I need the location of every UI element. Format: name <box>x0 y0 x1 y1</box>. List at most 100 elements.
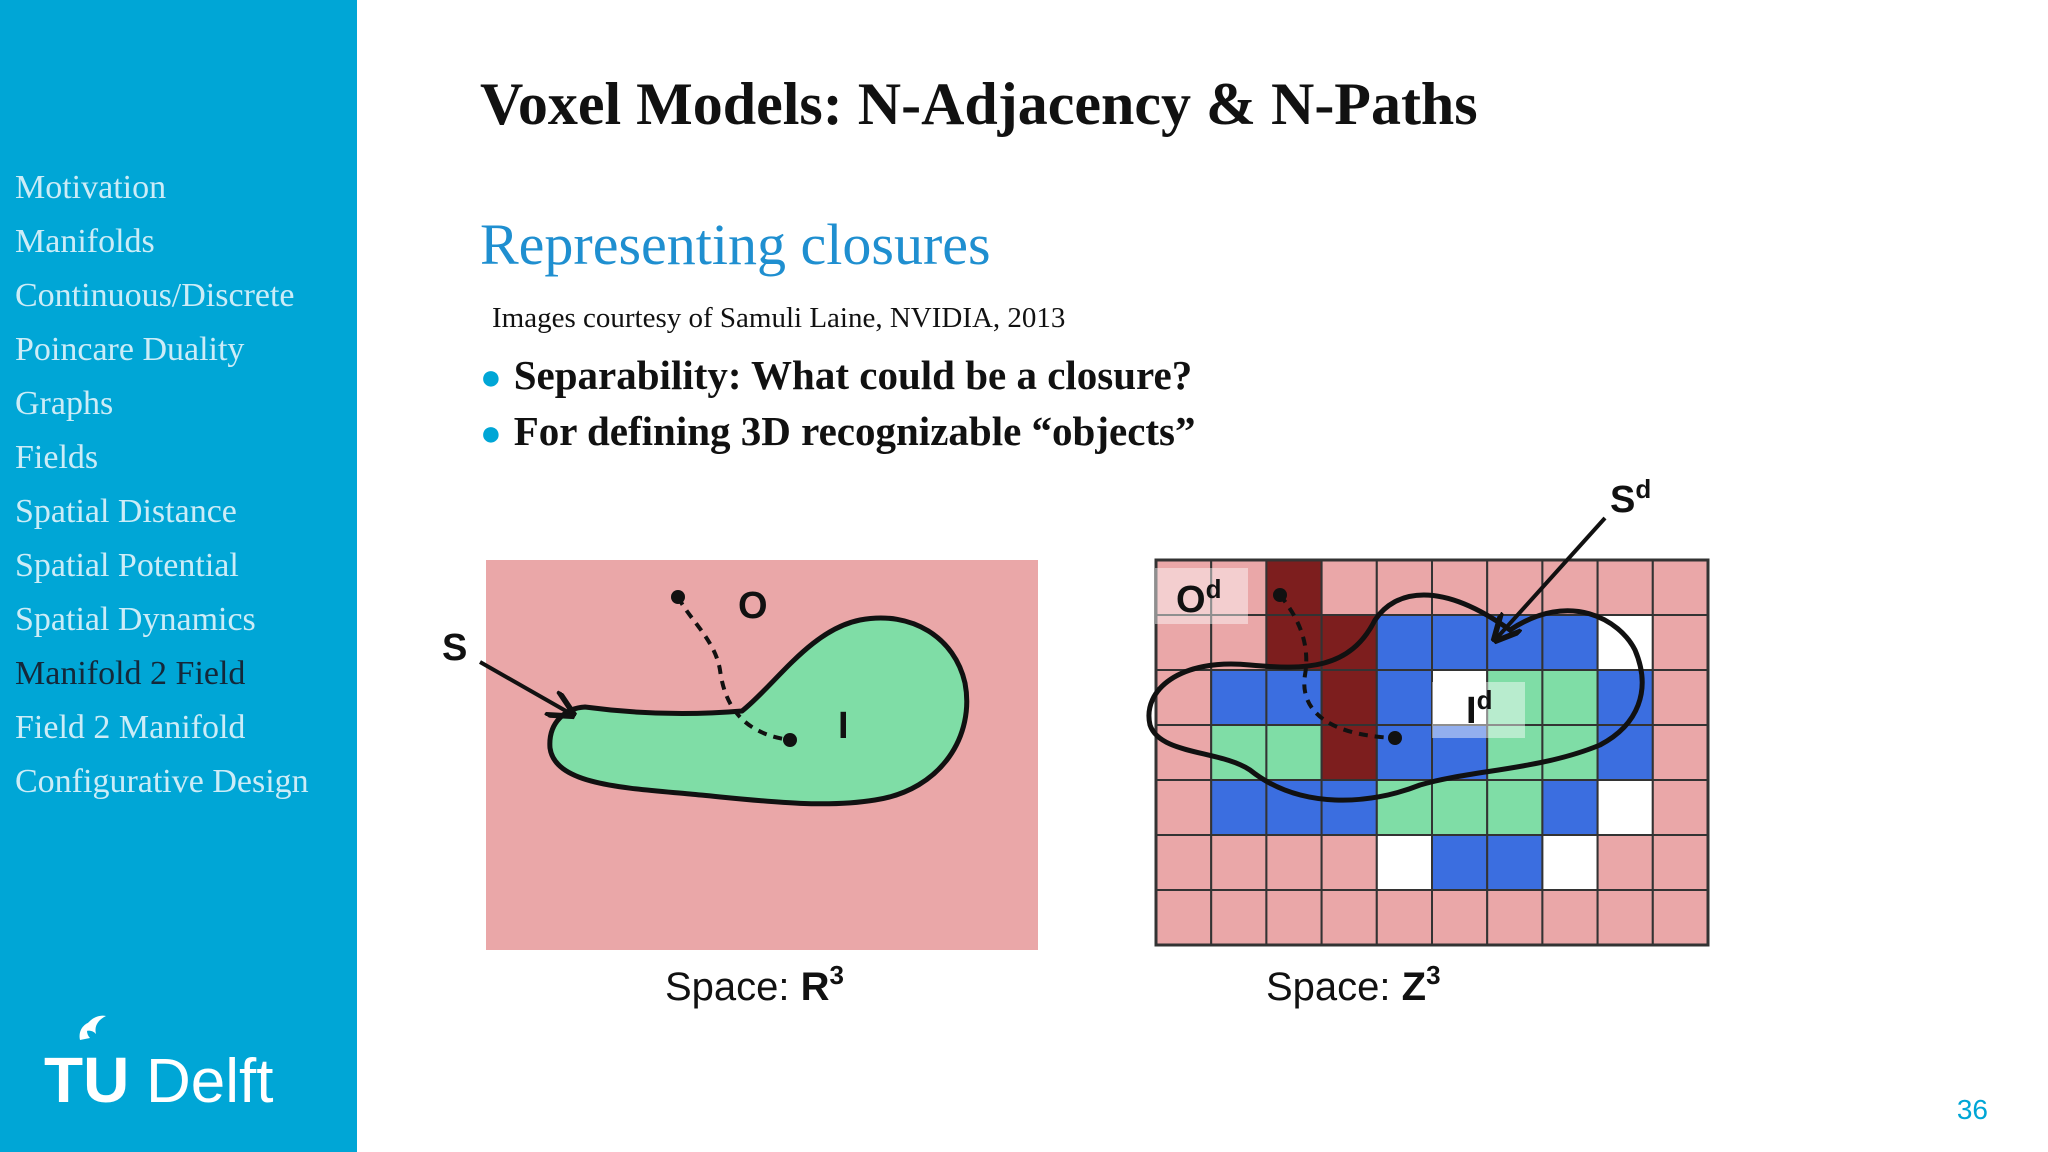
voxel-cell <box>1265 834 1323 891</box>
voxel-cell <box>1431 724 1489 781</box>
voxel-cell <box>1265 559 1323 616</box>
voxel-cell <box>1541 669 1599 726</box>
voxel-cell <box>1210 779 1268 836</box>
voxel-cell <box>1486 724 1544 781</box>
label-id-backdrop <box>1432 682 1525 738</box>
path-end-point <box>783 733 797 747</box>
voxel-cell <box>1486 559 1544 616</box>
surface-arrow <box>479 660 573 715</box>
voxel-cell <box>1320 559 1378 616</box>
sidebar-item-manifold-2-field[interactable]: Manifold 2 Field <box>15 655 246 692</box>
bullet-item: ● For defining 3D recognizable “objects” <box>480 404 1196 460</box>
voxel-cell <box>1375 724 1433 781</box>
voxel-cell <box>1265 614 1323 671</box>
voxel-cell <box>1431 889 1489 946</box>
caption-continuous: Space: R3 <box>665 960 844 1009</box>
voxel-cell <box>1651 669 1710 726</box>
label-id: Id <box>1466 685 1492 732</box>
path-od-to-id <box>1278 593 1396 740</box>
sidebar: Motivation Manifolds Continuous/Discrete… <box>0 0 357 1152</box>
sidebar-item-manifolds[interactable]: Manifolds <box>15 223 155 260</box>
label-s: S <box>442 627 467 669</box>
voxel-cell <box>1265 724 1323 781</box>
voxel-cell <box>1210 889 1268 946</box>
label-sd: Sd <box>1610 474 1651 521</box>
voxel-cell <box>1431 834 1489 891</box>
voxel-cell <box>1320 889 1378 946</box>
sidebar-item-spatial-distance[interactable]: Spatial Distance <box>15 493 237 530</box>
continuous-space-panel: S O I Space: R3 <box>442 560 1038 1009</box>
voxel-cell <box>1210 559 1268 616</box>
voxel-cell <box>1320 779 1378 836</box>
path-end-point <box>1388 731 1402 745</box>
page-number: 36 <box>1956 1094 1988 1125</box>
voxel-cell <box>1320 669 1378 726</box>
voxel-cell <box>1596 834 1654 891</box>
slide-subtitle: Representing closures <box>480 212 991 277</box>
voxel-cell <box>1541 724 1599 781</box>
voxel-cell <box>1486 779 1544 836</box>
voxel-cell <box>1486 889 1544 946</box>
label-od: Od <box>1176 574 1221 621</box>
voxel-cell <box>1155 834 1213 891</box>
voxel-cell <box>1265 889 1323 946</box>
path-start-point <box>1273 588 1287 602</box>
bullet-dot-icon: ● <box>480 413 502 453</box>
voxel-cell <box>1155 889 1213 946</box>
label-i: I <box>838 705 849 747</box>
caption-discrete: Space: Z3 <box>1266 960 1441 1009</box>
voxel-cell <box>1651 889 1710 946</box>
tu-delft-logo: TU Delft <box>44 1015 273 1110</box>
label-o: O <box>738 585 768 627</box>
voxel-grid-border <box>1154 558 1710 947</box>
label-od-backdrop <box>1155 568 1248 624</box>
voxel-cell <box>1375 614 1433 671</box>
bullet-dot-icon: ● <box>480 357 502 397</box>
voxel-cell <box>1651 724 1710 781</box>
voxel-cell <box>1596 559 1654 616</box>
voxel-cell <box>1265 669 1323 726</box>
voxel-cell <box>1431 614 1489 671</box>
voxel-cell <box>1486 834 1544 891</box>
sidebar-item-continuous-discrete[interactable]: Continuous/Discrete <box>15 277 295 314</box>
sidebar-item-motivation[interactable]: Motivation <box>15 169 167 206</box>
voxel-cell <box>1375 889 1433 946</box>
closure-blob <box>547 615 970 807</box>
sidebar-item-spatial-dynamics[interactable]: Spatial Dynamics <box>15 601 256 638</box>
voxel-cell <box>1651 779 1710 836</box>
voxel-cell <box>1265 779 1323 836</box>
voxel-cell <box>1431 559 1489 616</box>
voxel-cell <box>1541 779 1599 836</box>
sidebar-item-fields[interactable]: Fields <box>15 439 99 476</box>
sidebar-item-graphs[interactable]: Graphs <box>15 385 114 422</box>
slide-title: Voxel Models: N-Adjacency & N-Paths <box>480 71 1478 137</box>
path-start-point <box>671 590 685 604</box>
voxel-cell <box>1375 669 1433 726</box>
sidebar-nav: Motivation Manifolds Continuous/Discrete… <box>15 161 335 803</box>
sidebar-item-poincare-duality[interactable]: Poincare Duality <box>15 331 245 368</box>
sidebar-item-configurative-design[interactable]: Configurative Design <box>15 763 309 800</box>
voxel-cell <box>1541 834 1599 891</box>
voxel-cell <box>1210 669 1268 726</box>
voxel-cell <box>1486 614 1544 671</box>
sidebar-item-spatial-potential[interactable]: Spatial Potential <box>15 547 239 584</box>
voxel-cell <box>1651 834 1710 891</box>
bullet-text: For defining 3D recognizable “objects” <box>513 408 1196 454</box>
logo-delft-text: Delft <box>146 1047 273 1110</box>
bullet-list: ●Separability: What could be a closure? … <box>480 348 1196 460</box>
voxel-cell <box>1651 614 1710 671</box>
voxel-cell <box>1596 724 1654 781</box>
voxel-cell <box>1596 889 1654 946</box>
logo-tu-text: TU <box>44 1044 129 1110</box>
sidebar-item-field-2-manifold[interactable]: Field 2 Manifold <box>15 709 246 746</box>
discrete-space-panel: Sd Od Id Space: Z3 <box>1146 474 1710 1009</box>
voxel-cell <box>1155 669 1213 726</box>
voxel-cell <box>1210 614 1268 671</box>
voxel-cell <box>1210 834 1268 891</box>
voxel-cell <box>1155 779 1213 836</box>
voxel-cell <box>1651 559 1710 616</box>
voxel-cell <box>1320 834 1378 891</box>
closure-curve-discrete <box>1146 592 1645 803</box>
voxel-cell <box>1541 614 1599 671</box>
tu-delft-flame-icon <box>79 1015 106 1040</box>
